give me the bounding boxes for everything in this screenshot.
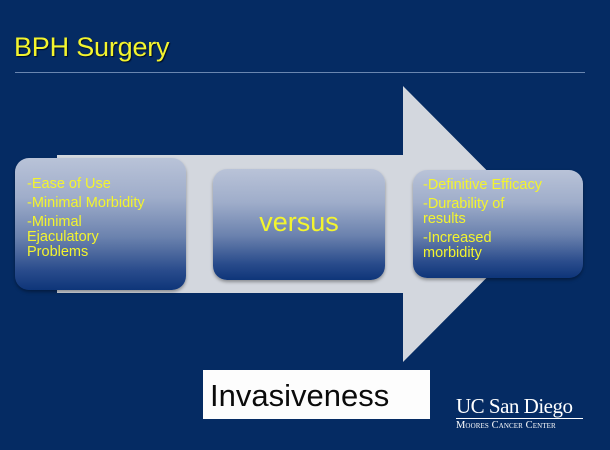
logo-main-text: UC San Diego [456, 394, 573, 418]
logo-sub-text: Moores Cancer Center [456, 420, 556, 431]
ucsd-logo: UC San Diego Moores Cancer Center [456, 395, 586, 432]
title-divider [15, 72, 585, 73]
right-item-durability: -Durability of results [423, 196, 505, 227]
logo-divider [456, 418, 583, 419]
left-item-minimal-morbidity: -Minimal Morbidity [27, 195, 145, 211]
versus-label: versus [259, 207, 339, 237]
right-item-increased-morbidity: -Increased morbidity [423, 230, 492, 261]
left-item-ease-of-use: -Ease of Use [27, 176, 111, 192]
middle-box-versus: versus [213, 169, 385, 280]
right-item-definitive-efficacy: -Definitive Efficacy [423, 177, 542, 193]
left-box-less-invasive: -Ease of Use -Minimal Morbidity -Minimal… [15, 158, 186, 290]
invasiveness-label: Invasiveness [210, 378, 390, 413]
invasiveness-label-box: Invasiveness [203, 370, 430, 419]
left-item-minimal-ejaculatory-problems: -Minimal Ejaculatory Problems [27, 214, 99, 260]
right-box-more-invasive: -Definitive Efficacy -Durability of resu… [413, 170, 583, 278]
slide-title: BPH Surgery [14, 32, 170, 62]
